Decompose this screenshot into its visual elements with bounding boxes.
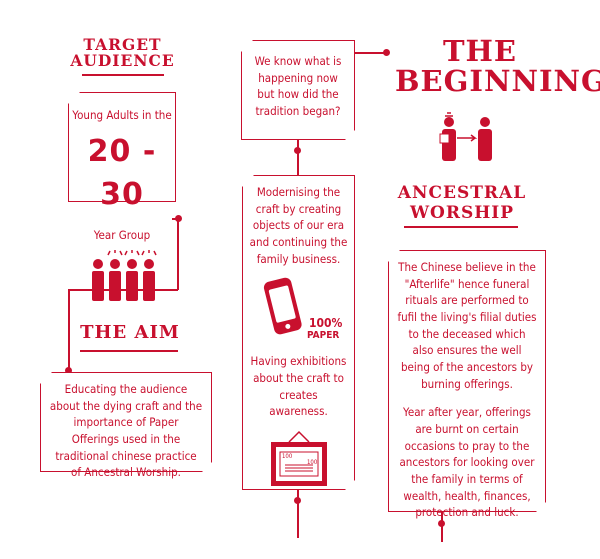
paper-phone-graphic: 100% PAPER (249, 275, 348, 347)
connector-dot-aim (65, 367, 72, 374)
ancestor-offering-icon (439, 112, 492, 161)
worship-heading-underline (404, 226, 518, 228)
fold-corner (387, 249, 400, 262)
target-line1: Young Adults in the (72, 108, 172, 122)
modern-text-2: Having exhibitions about the craft to cr… (250, 354, 347, 419)
target-audience-card: Young Adults in the 20 - 30 Year Group (67, 91, 176, 242)
banknote-value-b: 100 (307, 459, 318, 467)
ancestral-worship-heading: ANCESTRAL WORSHIP (392, 183, 532, 223)
modern-card: Modernising the craft by creating object… (241, 174, 356, 491)
connector-worship-down (441, 512, 443, 542)
connector-dot-target (175, 215, 182, 222)
phone-label-percent: 100% (309, 316, 343, 331)
aim-card: Educating the audience about the dying c… (39, 371, 213, 479)
the-aim-heading-text: THE AIM (80, 322, 180, 343)
aim-heading-underline (80, 350, 178, 352)
fold-corner (343, 478, 356, 491)
fold-corner (67, 91, 80, 104)
worship-text-1: The Chinese believe in the "Afterlife" h… (397, 260, 537, 391)
banknote-value-a: 100 (282, 453, 293, 461)
connector-aim-vert (68, 289, 70, 369)
the-aim-heading: THE AIM (75, 322, 185, 343)
modern-text-1: Modernising the craft by creating object… (249, 185, 348, 266)
worship-text-2: Year after year, offerings are burnt on … (399, 405, 535, 520)
fold-corner (241, 174, 254, 187)
fold-corner (534, 500, 547, 513)
connector-question-down (297, 140, 299, 175)
connector-dot-worship (438, 520, 445, 527)
fold-corner (39, 371, 52, 384)
question-text: We know what is happening now but how di… (254, 54, 342, 119)
connector-dot-bottom (294, 497, 301, 504)
connector-question-right (355, 52, 385, 54)
target-age-range: 20 - 30 (87, 133, 157, 213)
fold-corner (200, 460, 213, 473)
ancestral-worship-heading-text: ANCESTRAL WORSHIP (397, 183, 527, 223)
target-heading-underline (82, 74, 164, 76)
phone-label-paper: PAPER (307, 330, 340, 342)
phone-icon (263, 278, 302, 335)
target-line2: Year Group (93, 227, 151, 242)
connector-modern-down (297, 490, 299, 538)
the-beginning-heading: THE BEGINNING (395, 36, 600, 97)
framed-banknote-icon (271, 430, 327, 487)
target-audience-heading: TARGET AUDIENCE (60, 35, 185, 71)
connector-aim-top (68, 289, 178, 291)
connector-dot-modern (294, 147, 301, 154)
people-group-icon (92, 250, 157, 301)
framed-banknote-graphic: 100 100 (249, 428, 348, 498)
fold-corner (343, 128, 356, 141)
question-card: We know what is happening now but how di… (240, 39, 356, 141)
worship-card: The Chinese believe in the "Afterlife" h… (387, 249, 547, 519)
connector-target-vert (177, 218, 179, 290)
aim-text: Educating the audience about the dying c… (49, 382, 203, 480)
fold-corner (240, 39, 253, 52)
the-beginning-heading-text: THE BEGINNING (395, 34, 600, 99)
target-audience-heading-text: TARGET AUDIENCE (70, 35, 175, 71)
connector-dot-beginning (383, 49, 390, 56)
